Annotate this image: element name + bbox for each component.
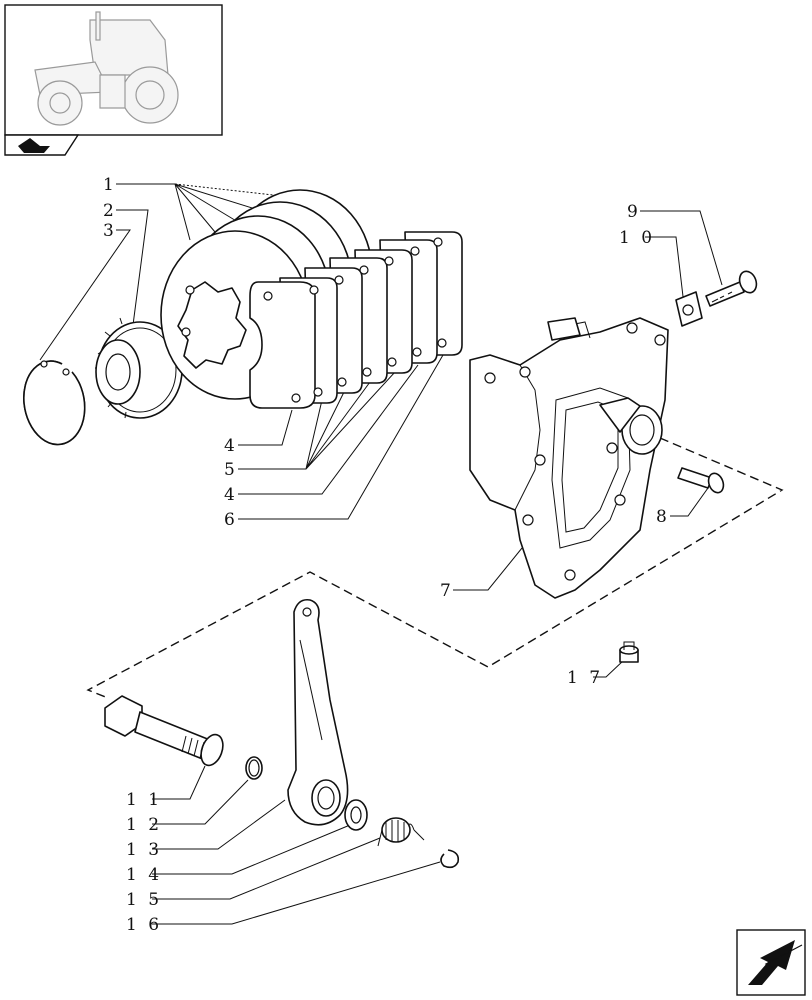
callout-4a: 4	[224, 436, 238, 456]
leader-2	[116, 209, 149, 326]
leader-6	[238, 354, 444, 520]
washer-14[interactable]	[344, 799, 368, 831]
spring-15[interactable]	[377, 817, 425, 847]
callout-8: 8	[656, 507, 670, 527]
callout-1: 1	[103, 175, 117, 195]
leader-17	[593, 659, 625, 678]
callout-5: 5	[224, 460, 238, 480]
callout-9: 9	[627, 202, 641, 222]
leader-4a	[238, 409, 293, 446]
callout-11: 1 1	[126, 790, 162, 810]
callout-15: 1 5	[126, 890, 162, 910]
leader-10	[645, 236, 685, 306]
clip-16[interactable]	[440, 849, 460, 869]
leader-15	[152, 837, 381, 900]
brake-housing[interactable]	[469, 317, 669, 599]
assembly-dashed-line	[86, 437, 784, 699]
leader-3	[39, 229, 131, 361]
callout-7: 7	[440, 581, 454, 601]
leader-11	[152, 765, 206, 800]
callout-10: 1 0	[619, 228, 655, 248]
tractor-thumbnail[interactable]	[4, 4, 223, 156]
leader-9	[640, 210, 723, 286]
section-arrow-icon[interactable]	[18, 138, 50, 153]
callout-17: 1 7	[567, 668, 603, 688]
splined-gear[interactable]	[95, 317, 183, 419]
bolt-8[interactable]	[677, 467, 726, 495]
callout-2: 2	[103, 201, 117, 221]
callout-4b: 4	[224, 485, 238, 505]
shaft-11[interactable]	[104, 695, 227, 768]
back-arrow-icon[interactable]	[736, 929, 806, 996]
leader-16	[152, 861, 441, 925]
callout-12: 1 2	[126, 815, 162, 835]
leader-1	[116, 183, 266, 241]
leader-12	[152, 779, 249, 825]
pressure-plate-stack[interactable]	[249, 231, 463, 409]
callout-14: 1 4	[126, 865, 162, 885]
callout-3: 3	[103, 221, 117, 241]
lever-13[interactable]	[287, 598, 349, 826]
callout-6: 6	[224, 510, 238, 530]
callout-13: 1 3	[126, 840, 162, 860]
o-ring-12[interactable]	[245, 756, 263, 780]
bolt-9[interactable]	[705, 269, 759, 307]
leader-7	[453, 547, 523, 591]
leader-8	[670, 487, 709, 517]
leader-5	[238, 371, 396, 470]
leader-13	[152, 799, 286, 850]
leader-14	[152, 824, 351, 875]
lock-plate-10[interactable]	[675, 291, 703, 327]
plug-17[interactable]	[619, 641, 639, 663]
leader-4b	[238, 364, 419, 495]
snap-ring[interactable]	[23, 360, 86, 446]
callout-16: 1 6	[126, 915, 162, 935]
